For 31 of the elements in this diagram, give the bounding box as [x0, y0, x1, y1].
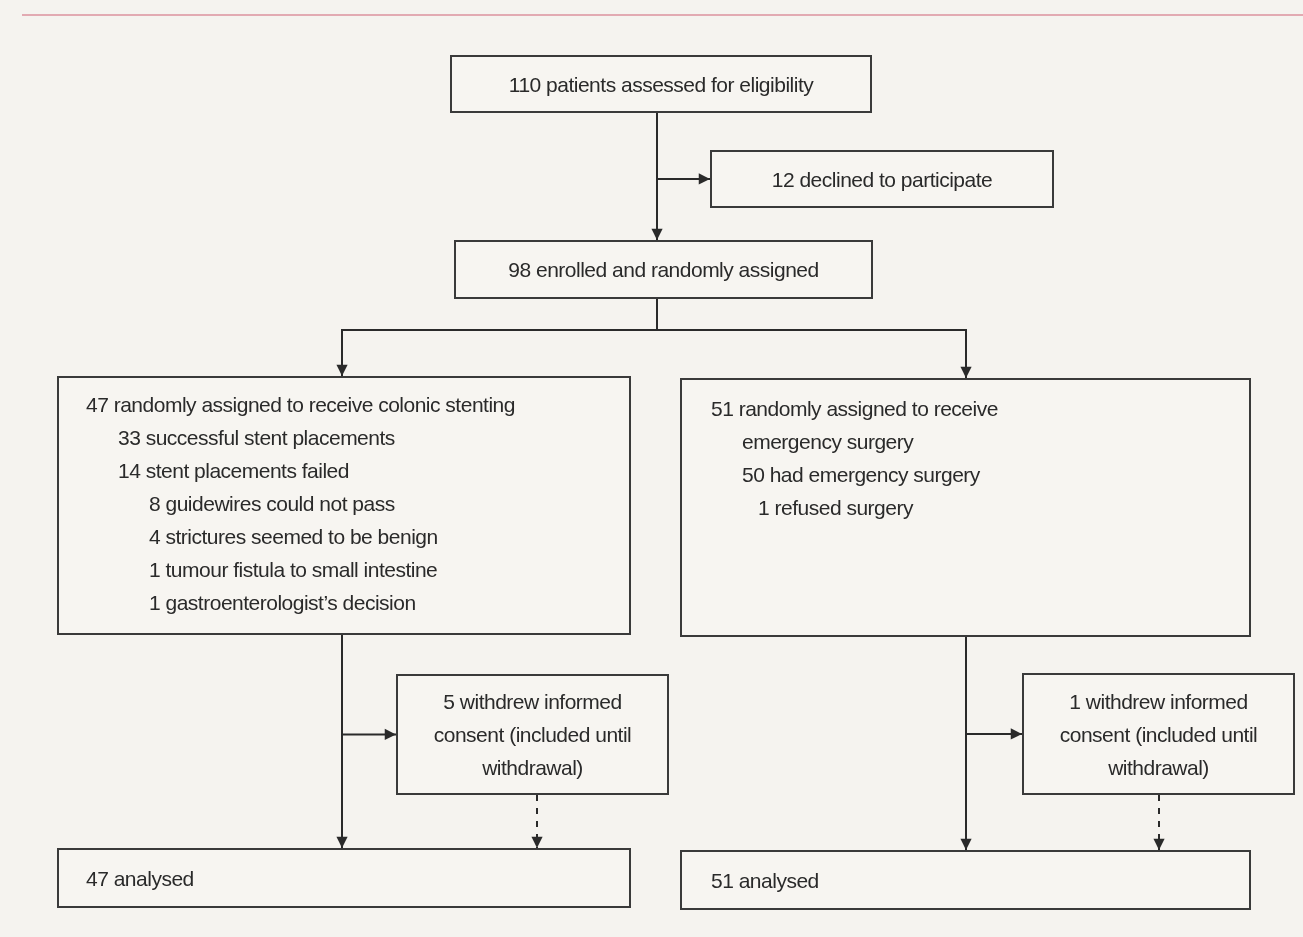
box-text: 50 had emergency surgery	[741, 462, 981, 488]
flow-box	[454, 240, 873, 299]
box-text: 33 successful stent placements	[117, 425, 396, 451]
box-text: 110 patients assessed for eligibility	[508, 71, 814, 98]
box-text: 47 randomly assigned to receive colonic stenting	[86, 392, 516, 418]
arrow	[965, 636, 1023, 740]
box-text: 4 strictures seemed to be benign	[148, 524, 439, 550]
box-text: 47 analysed	[86, 865, 195, 892]
box-text: 1 withdrew informed consent (included until withdrawal)	[1058, 688, 1259, 781]
box-text: 5 withdrew informed consent (included until withdrawal)	[432, 689, 633, 781]
box-text: 51 analysed	[711, 867, 820, 894]
box-text: 51 randomly assigned to receive emergency surgery	[711, 396, 999, 455]
box-text: 1 gastroenterologist’s decision	[148, 590, 417, 616]
box-text: 12 declined to participate	[771, 166, 993, 193]
box-text: 98 enrolled and randomly assigned	[508, 257, 819, 283]
arrow	[341, 634, 397, 741]
arrow	[531, 794, 543, 849]
flow-box	[450, 55, 872, 113]
flow-box	[396, 674, 669, 795]
flow-box	[57, 376, 631, 635]
box-text: 14 stent placements failed	[117, 458, 350, 484]
arrow	[656, 112, 711, 185]
box-text: 8 guidewires could not pass	[148, 491, 396, 517]
flow-box	[57, 848, 631, 908]
flow-box	[680, 378, 1251, 637]
flow-box	[680, 850, 1251, 910]
arrow	[1153, 794, 1165, 851]
box-text: 1 refused surgery	[757, 495, 915, 521]
flow-box	[1022, 673, 1295, 795]
flow-box	[710, 150, 1054, 208]
box-text: 1 tumour fistula to small intestine	[148, 557, 439, 583]
